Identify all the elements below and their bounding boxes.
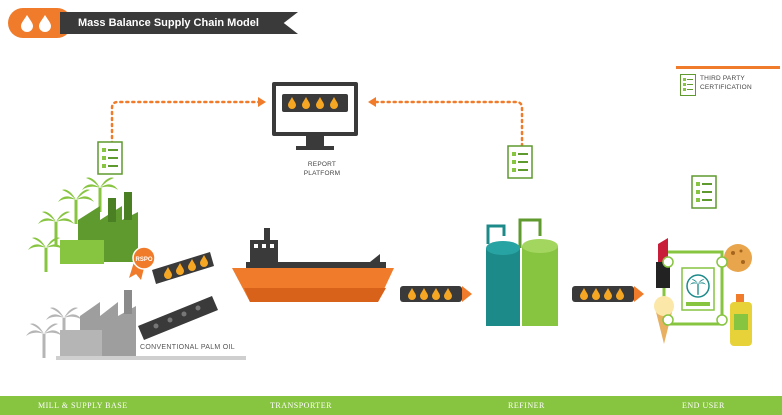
conveyor-certified	[152, 252, 214, 284]
ship-icon	[232, 228, 394, 302]
stage-bar: MILL & SUPPLY BASE TRANSPORTER REFINER E…	[0, 396, 782, 415]
oil-drop-icon	[39, 15, 51, 32]
legend-rule	[676, 66, 780, 69]
conveyor-conventional	[138, 296, 218, 340]
certification-legend: THIRD PARTY CERTIFICATION	[676, 66, 780, 106]
rspo-label-icon	[681, 267, 715, 311]
stage-transporter: TRANSPORTER	[270, 401, 332, 410]
report-arrow-left	[110, 100, 266, 146]
factory-icon	[26, 290, 246, 360]
conveyor-transport	[400, 286, 472, 302]
document-checklist-icon	[507, 145, 533, 179]
title-banner: Mass Balance Supply Chain Model	[8, 8, 298, 38]
oil-drop-icon	[21, 15, 33, 32]
report-arrow-right	[370, 100, 524, 148]
document-checklist-icon	[680, 74, 696, 96]
stage-refiner: REFINER	[508, 401, 545, 410]
arrowhead-icon	[368, 97, 376, 107]
document-checklist-icon	[691, 175, 717, 209]
cookie-icon	[724, 244, 752, 272]
stage-mill: MILL & SUPPLY BASE	[38, 401, 128, 410]
conventional-palm-oil-label: CONVENTIONAL PALM OIL	[140, 344, 235, 351]
detergent-bottle-icon	[730, 294, 752, 346]
title-bar: Mass Balance Supply Chain Model	[60, 12, 298, 34]
monitor-icon	[272, 82, 358, 150]
document-checklist-icon	[97, 141, 123, 175]
stage-end-user: END USER	[682, 401, 725, 410]
arrowhead-icon	[258, 97, 266, 107]
rspo-badge: RSPO	[129, 246, 156, 280]
conveyor-refiner	[572, 286, 644, 302]
lipstick-icon	[656, 238, 670, 288]
refinery-tanks-icon	[486, 218, 558, 326]
report-platform-label: REPORT PLATFORM	[303, 161, 341, 177]
factory-icon	[28, 177, 138, 272]
certification-label: THIRD PARTY CERTIFICATION	[700, 75, 752, 91]
page-title: Mass Balance Supply Chain Model	[78, 17, 259, 29]
svg-text:RSPO: RSPO	[135, 257, 152, 263]
product-markers	[662, 256, 728, 326]
